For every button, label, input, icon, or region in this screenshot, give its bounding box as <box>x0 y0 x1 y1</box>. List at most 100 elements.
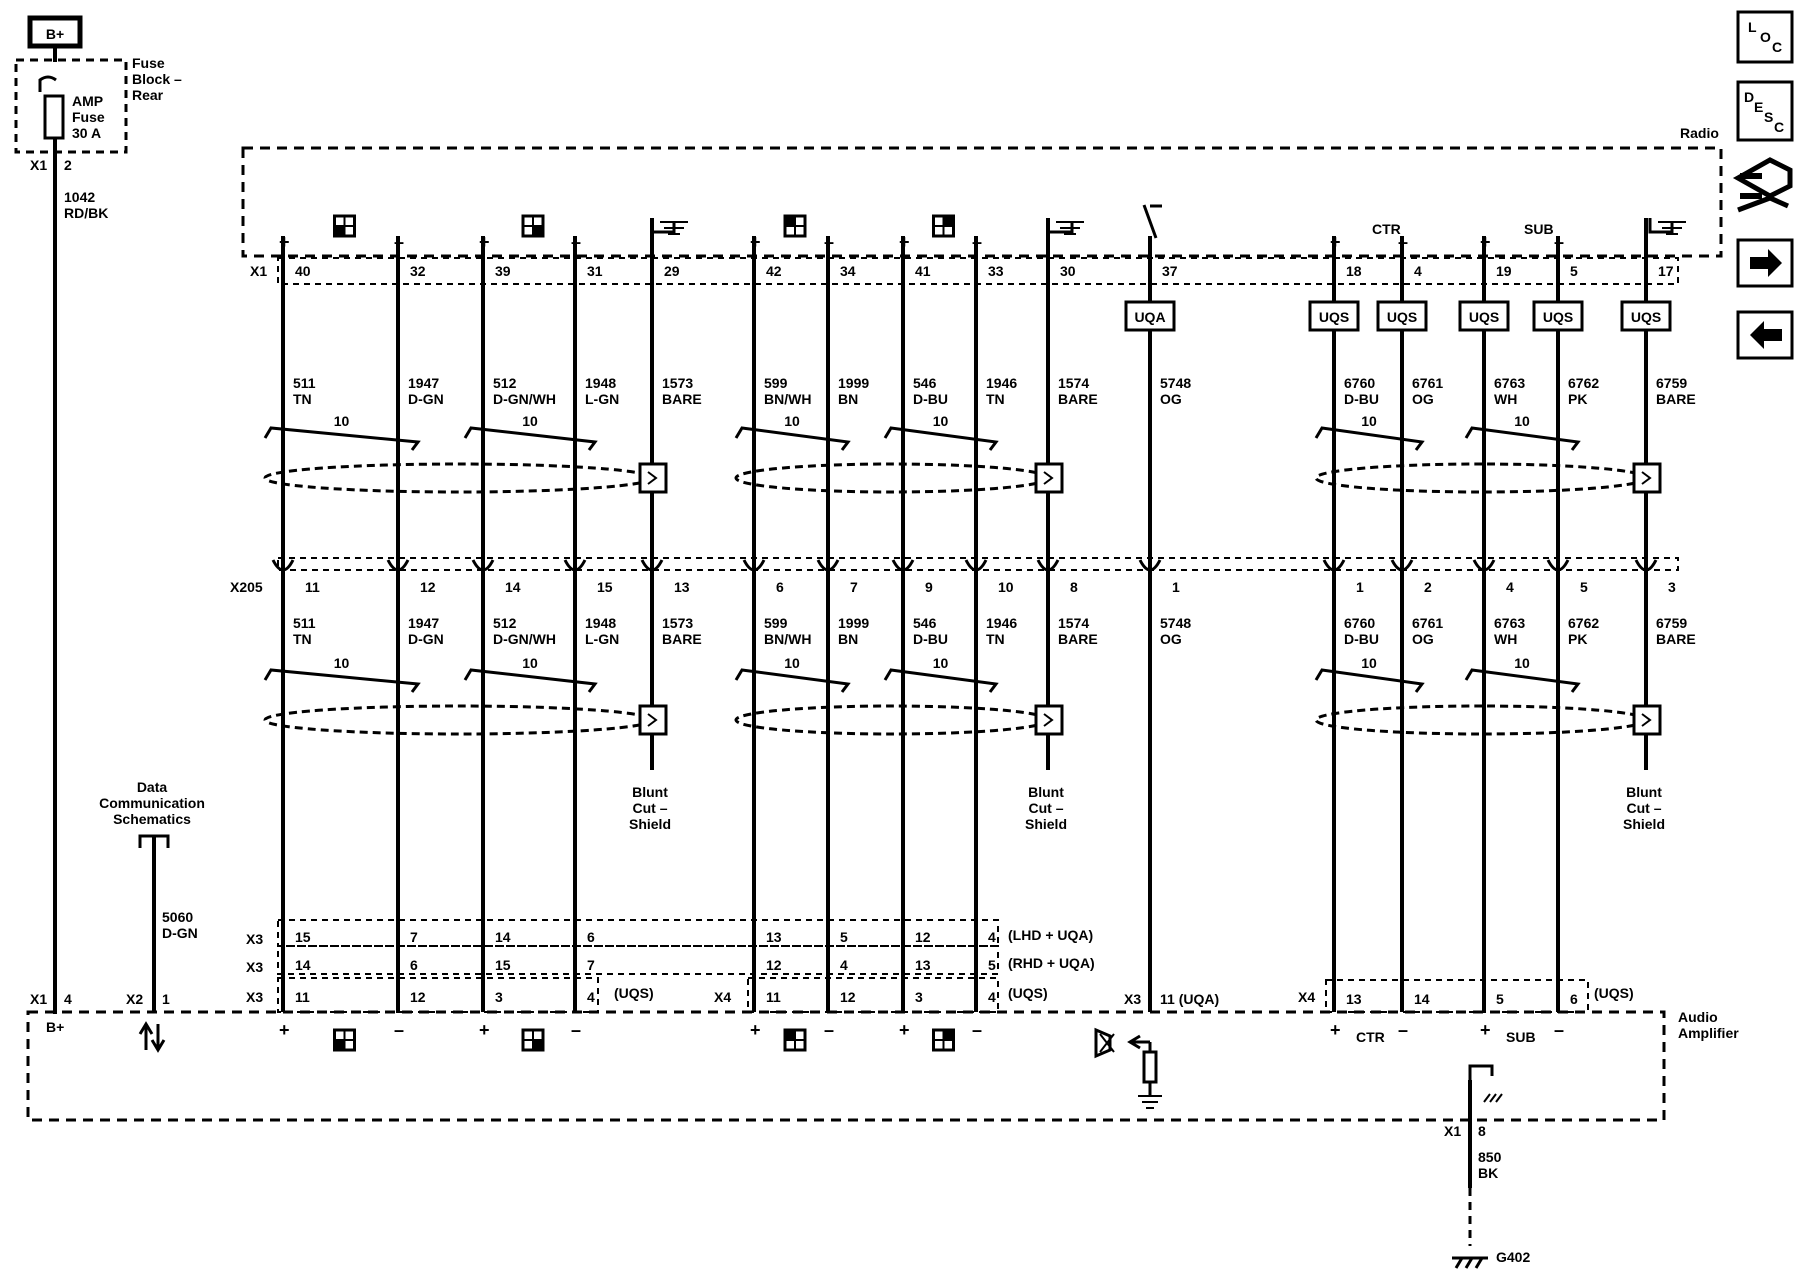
x205-terminal-6 <box>816 559 840 572</box>
radio-pin-11: 18 <box>1346 263 1362 279</box>
amp-x1-pin: 4 <box>64 991 72 1007</box>
amp-row3a-note: (UQS) <box>614 985 654 1001</box>
wire-color-lower-12: OG <box>1412 631 1434 647</box>
radio-speaker-icon-fill-2 <box>785 216 795 226</box>
drain-arrow-1-1 <box>1043 713 1054 727</box>
svg-text:Blunt: Blunt <box>1028 784 1064 800</box>
switch-symbol <box>1142 204 1162 239</box>
ground-wire-number: 850 <box>1478 1149 1502 1165</box>
amp-row1-pin-7: 4 <box>988 929 996 945</box>
radio-sub-label: SUB <box>1524 221 1554 237</box>
radio-pin-12: 4 <box>1414 263 1422 279</box>
twist-0-2 <box>734 426 851 451</box>
previous-page-button[interactable] <box>1736 310 1794 360</box>
amp-x1-tag: X1 <box>30 991 47 1007</box>
x205-pin-10: 1 <box>1172 579 1180 595</box>
radio-speaker-icon-fill-0 <box>334 226 345 236</box>
x205-pin-2: 14 <box>505 579 521 595</box>
wire-color-lower-6: BN <box>838 631 858 647</box>
uqs-option-box-11-frame <box>1308 300 1360 332</box>
radio-pin-6: 34 <box>840 263 856 279</box>
twist-count-1-4: 10 <box>1361 655 1377 671</box>
amp-polarity-1: – <box>394 1020 404 1040</box>
data-communication-link[interactable]: Data Communication Schematics <box>99 779 205 848</box>
wire-circuit-lower-7: 546 <box>913 615 937 631</box>
drain-terminal-0-2 <box>1632 462 1662 494</box>
twist-count-1-2: 10 <box>784 655 800 671</box>
drain-arrow-1-0 <box>647 713 658 727</box>
wire-circuit-lower-8: 1946 <box>986 615 1017 631</box>
amp-row3a-pin-3: 4 <box>587 989 595 1005</box>
amp-row3a-pin-2: 3 <box>495 989 503 1005</box>
shield-0-2 <box>1314 462 1648 494</box>
drain-terminal-1-0 <box>638 704 668 736</box>
amp-row2-tag: X3 <box>246 959 263 975</box>
wire-color-lower-1: D-GN <box>408 631 444 647</box>
drain-arrow-0-0 <box>647 471 658 485</box>
wire-circuit-lower-0: 511 <box>293 615 316 631</box>
radio-label: Radio <box>1680 125 1719 141</box>
desc-button[interactable]: D E S C <box>1736 80 1794 142</box>
radio-pin-10: 37 <box>1162 263 1178 279</box>
radio-pin-9: 30 <box>1060 263 1076 279</box>
amp-row3a-tag: X3 <box>246 989 263 1005</box>
connector-end-view-button[interactable] <box>1732 157 1793 213</box>
wire-color-upper-8: TN <box>986 391 1005 407</box>
amp-row2-pin-7: 5 <box>988 957 996 973</box>
drain-terminal-0-1 <box>1034 462 1064 494</box>
drain-arrow-0-1 <box>1043 471 1054 485</box>
wire-color-upper-0: TN <box>293 391 312 407</box>
wire-circuit-upper-12: 6761 <box>1412 375 1443 391</box>
wire-circuit-lower-1: 1947 <box>408 615 439 631</box>
amp-row1-pin-3: 6 <box>587 929 595 945</box>
x205-pin-1: 12 <box>420 579 436 595</box>
wire-color-lower-3: L-GN <box>585 631 619 647</box>
x205-terminal-11 <box>1322 559 1346 572</box>
drain-arrow-1-2 <box>1641 713 1652 727</box>
amp-row3c-note: (UQS) <box>1594 985 1634 1001</box>
wire-color-lower-11: D-BU <box>1344 631 1379 647</box>
radio-speaker-icon-fill-1 <box>533 226 543 236</box>
loc-button[interactable]: L O C <box>1736 10 1794 64</box>
amp-speaker-icon-fill-3 <box>943 1030 954 1040</box>
twist-1-5 <box>1464 668 1581 693</box>
x205-pin-0: 11 <box>305 579 320 595</box>
amp-row2-pin-0: 14 <box>295 957 311 973</box>
radio-module: Radio CTR SUB <box>241 125 1723 258</box>
wire-circuit-lower-6: 1999 <box>838 615 869 631</box>
wire-color-lower-15: BARE <box>1656 631 1696 647</box>
wire-color-upper-12: OG <box>1412 391 1434 407</box>
amp-speaker-icon-fill-1 <box>533 1040 543 1050</box>
amp-x3-uqa-pin: 11 (UQA) <box>1160 991 1219 1007</box>
amp-row2-pin-1: 6 <box>410 957 418 973</box>
radio-ground-symbols <box>650 218 1686 235</box>
twist-0-5 <box>1464 426 1581 451</box>
wire-circuit-upper-10: 5748 <box>1160 375 1191 391</box>
svg-text:Blunt: Blunt <box>632 784 668 800</box>
arrow-right-icon <box>1750 249 1782 277</box>
supply-circuit-color: RD/BK <box>64 205 108 221</box>
uqs-option-box-12-frame <box>1376 300 1428 332</box>
wire-circuit-upper-14: 6762 <box>1568 375 1599 391</box>
svg-text:Shield: Shield <box>1623 816 1665 832</box>
twist-count-1-3: 10 <box>933 655 949 671</box>
amp-row1-note: (LHD + UQA) <box>1008 927 1093 943</box>
amp-polarity-3: – <box>571 1020 581 1040</box>
fuse-block-rear: Fuse Block – Rear AMP Fuse 30 A <box>14 55 182 154</box>
radio-pin-3: 31 <box>587 263 603 279</box>
amp-row2-pin-4: 12 <box>766 957 782 973</box>
wire-circuit-upper-15: 6759 <box>1656 375 1687 391</box>
radio-pin-14: 5 <box>1570 263 1578 279</box>
wire-color-lower-5: BN/WH <box>764 631 811 647</box>
amp-polarity-6: – <box>824 1020 834 1040</box>
x205-pin-6: 7 <box>850 579 858 595</box>
next-page-button[interactable] <box>1736 238 1794 288</box>
wire-color-lower-4: BARE <box>662 631 702 647</box>
fuse-pin: 2 <box>64 157 72 173</box>
radio-ctr-label: CTR <box>1372 221 1401 237</box>
x205-pin-9: 8 <box>1070 579 1078 595</box>
amp-row3b-note: (UQS) <box>1008 985 1048 1001</box>
twist-count-0-3: 10 <box>933 413 949 429</box>
